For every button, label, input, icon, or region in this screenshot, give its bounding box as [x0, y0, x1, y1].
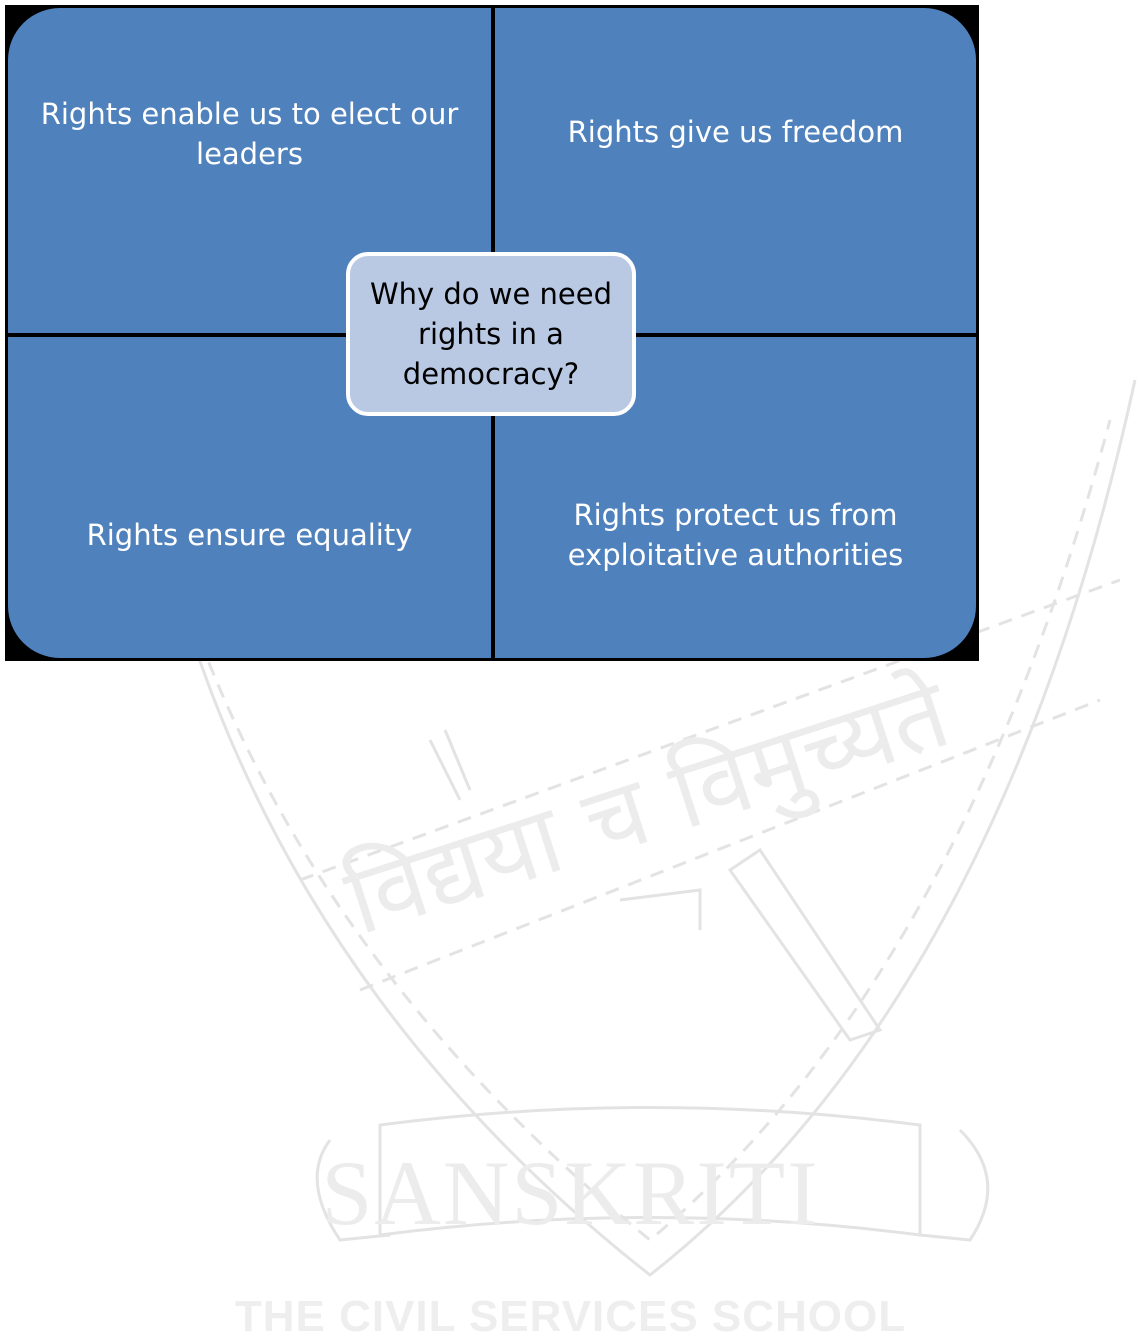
sanskriti-banner-text: SANSKRITI: [321, 1142, 820, 1244]
motto-watermark-text: विद्यया च विमुच्यते: [332, 656, 964, 959]
quadrant-bottom-right-text: Rights protect us from exploitative auth…: [567, 498, 904, 572]
rights-matrix-diagram: Rights enable us to elect our leaders Ri…: [5, 5, 979, 661]
school-name-watermark: THE CIVIL SERVICES SCHOOL: [234, 1292, 907, 1341]
quadrant-bottom-left-text: Rights ensure equality: [86, 518, 413, 552]
center-question-box: Why do we need rights in a democracy?: [346, 252, 636, 416]
quadrant-top-left-text: Rights enable us to elect our leaders: [40, 97, 459, 171]
quadrant-top-right-text: Rights give us freedom: [567, 115, 904, 149]
center-question-text: Why do we need rights in a democracy?: [369, 277, 613, 391]
